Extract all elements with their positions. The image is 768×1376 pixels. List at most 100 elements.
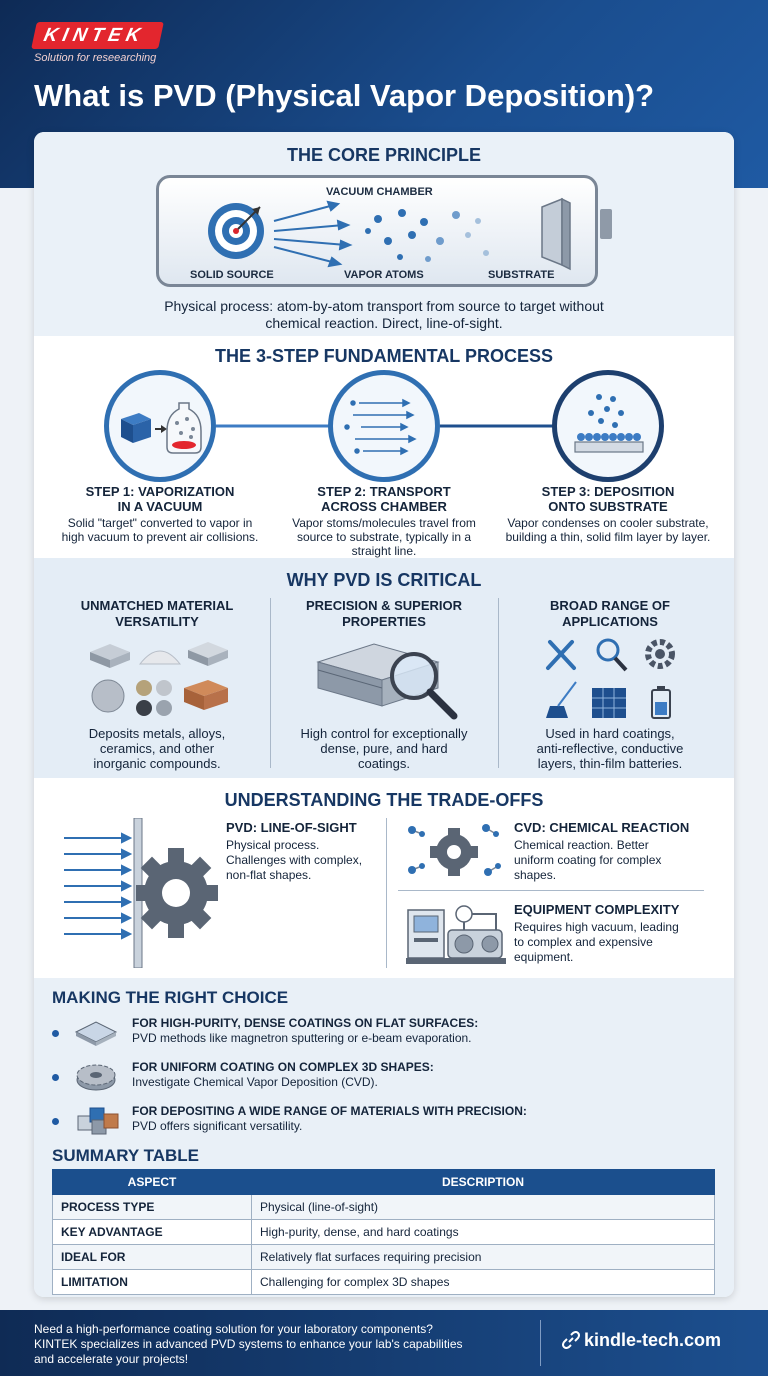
tradeoff-divider [386,818,387,968]
step-3-title-line-1: STEP 3: DEPOSITION [541,484,675,499]
equipment-tradeoff-desc-line-1: Requires high vacuum, leading [514,920,679,934]
table-row: IDEAL FOR Relatively flat surfaces requi… [52,1244,715,1270]
link-icon [562,1331,580,1349]
cvd-tradeoff-desc-line-2: uniform coating for complex [514,853,662,867]
step-2-title-line-1: STEP 2: TRANSPORT [317,484,451,499]
column-divider [498,598,499,768]
cvd-tradeoff-desc-line-1: Chemical reaction. Better [514,838,649,852]
website-link[interactable]: kindle-tech.com [562,1330,721,1351]
step-3-desc-line-2: building a thin, solid film layer by lay… [505,530,711,544]
table-cell-description: Challenging for complex 3D shapes [251,1269,715,1295]
bullet-icon [52,1118,59,1125]
table-cell-description: Relatively flat surfaces requiring preci… [251,1244,715,1270]
core-principle-section: THE CORE PRINCIPLE VACUUM CHAMBER [34,132,734,336]
footer-line-2: KINTEK specializes in advanced PVD syste… [34,1337,463,1351]
pvd-tradeoff-desc-line-2: Challenges with complex, [226,853,363,867]
summary-table-title: SUMMARY TABLE [52,1146,200,1165]
pvd-tradeoff-title: PVD: LINE-OF-SIGHT [226,820,357,835]
substrate-icon [541,197,571,271]
step-2-desc-line-2: source to substrate, typically in a [296,530,472,544]
laser-icon [546,681,577,718]
equipment-machine-icon [406,905,506,964]
line-of-sight-gear-icon [64,818,218,968]
why-critical-section: WHY PVD IS CRITICAL UNMATCHED MATERIAL V… [34,558,734,778]
tradeoff-divider-h [398,890,704,891]
choice-3-heading: FOR DEPOSITING A WIDE RANGE OF MATERIALS… [132,1104,527,1118]
precision-desc-line-3: coatings. [357,756,411,771]
versatility-desc-line-2: ceramics, and other [99,741,215,756]
versatility-title-line-2: VERSATILITY [115,614,199,629]
summary-table: ASPECT DESCRIPTION PROCESS TYPE Physical… [52,1169,715,1295]
step-2-circle [328,370,440,482]
step-1-circle [104,370,216,482]
choice-summary-section: MAKING THE RIGHT CHOICE FOR HIGH-PURITY,… [34,978,734,1297]
vacuum-chamber-label: VACUUM CHAMBER [326,186,433,198]
tools-icon [546,640,576,670]
bullet-icon [52,1074,59,1081]
table-row: PROCESS TYPE Physical (line-of-sight) [52,1194,715,1220]
table-header-row: ASPECT DESCRIPTION [52,1169,715,1195]
applications-title-line-2: APPLICATIONS [562,614,658,629]
substrate-label: SUBSTRATE [488,269,555,281]
why-critical-title: WHY PVD IS CRITICAL [286,570,482,590]
applications-desc-line-3: layers, thin-film batteries. [537,756,683,771]
step-1-title-line-1: STEP 1: VAPORIZATION [85,484,235,499]
precision-title-line-1: PRECISION & SUPERIOR [305,598,463,613]
three-step-section: THE 3-STEP FUNDAMENTAL PROCESS [34,336,734,558]
footer-divider [540,1320,541,1366]
vapor-atoms-icon [365,209,489,262]
footer-line-1: Need a high-performance coating solution… [34,1322,433,1336]
table-row: KEY ADVANTAGE High-purity, dense, and ha… [52,1219,715,1245]
website-link-text: kindle-tech.com [584,1330,722,1350]
versatility-title-line-1: UNMATCHED MATERIAL [80,598,234,613]
cvd-tradeoff-title: CVD: CHEMICAL REACTION [514,820,690,835]
pvd-tradeoff-desc-line-1: Physical process. [226,838,320,852]
vapor-atoms-label: VAPOR ATOMS [344,269,424,281]
core-caption-line-2: chemical reaction. Direct, line-of-sight… [265,315,503,331]
equipment-tradeoff-title: EQUIPMENT COMPLEXITY [514,902,680,917]
tradeoffs-title: UNDERSTANDING THE TRADE-OFFS [224,790,544,810]
precision-desc-line-2: dense, pure, and hard [320,741,448,756]
brand-logo[interactable]: KINTEK Solution for reseearching [31,22,164,64]
choice-3-detail: PVD offers significant versatility. [132,1119,303,1133]
equipment-tradeoff-desc-line-3: equipment. [514,950,574,964]
precision-title-line-2: PROPERTIES [342,614,426,629]
table-cell-description: High-purity, dense, and hard coatings [251,1219,715,1245]
versatility-desc-line-1: Deposits metals, alloys, [88,726,226,741]
vapor-transport-diagram [208,197,571,271]
bullet-icon [52,1030,59,1037]
step-2-title-line-2: ACROSS CHAMBER [321,499,447,514]
table-row: LIMITATION Challenging for complex 3D sh… [52,1269,715,1295]
target-icon [208,203,264,259]
choice-item: FOR UNIFORM COATING ON COMPLEX 3D SHAPES… [52,1060,732,1100]
precision-desc-line-1: High control for exceptionally [300,726,468,741]
table-cell-aspect: PROCESS TYPE [52,1194,252,1220]
choice-1-detail: PVD methods like magnetron sputtering or… [132,1031,472,1045]
footer-message: Need a high-performance coating solution… [34,1322,534,1367]
step-2-desc-line-1: Vapor stoms/molecules travel from [292,516,476,530]
core-principle-title: THE CORE PRINCIPLE [286,145,482,165]
footer-line-3: and accelerate your projects! [34,1352,189,1366]
footer-banner: Need a high-performance coating solution… [0,1310,768,1376]
table-cell-aspect: IDEAL FOR [52,1244,252,1270]
applications-desc-line-2: anti-reflective, conductive [536,741,684,756]
column-header-description: DESCRIPTION [251,1169,715,1195]
equipment-tradeoff-desc-line-2: to complex and expensive [514,935,653,949]
choice-2-heading: FOR UNIFORM COATING ON COMPLEX 3D SHAPES… [132,1060,434,1074]
cvd-molecules-gear-icon [408,824,501,876]
choice-item: FOR DEPOSITING A WIDE RANGE OF MATERIALS… [52,1104,732,1144]
making-choice-title: MAKING THE RIGHT CHOICE [52,988,289,1007]
table-cell-description: Physical (line-of-sight) [251,1194,715,1220]
vapor-arrows-icon [273,200,353,268]
materials-icon [90,642,228,716]
column-header-aspect: ASPECT [52,1169,252,1195]
step-3-circle [552,370,664,482]
brand-tagline: Solution for reseearching [34,52,157,64]
choice-1-heading: FOR HIGH-PURITY, DENSE COATINGS ON FLAT … [132,1016,479,1030]
table-cell-aspect: KEY ADVANTAGE [52,1219,252,1245]
magnifier-icon [596,638,628,672]
core-caption-line-1: Physical process: atom-by-atom transport… [164,298,604,314]
table-cell-aspect: LIMITATION [52,1269,252,1295]
page-title: What is PVD (Physical Vapor Deposition)? [34,78,655,113]
magnifier-coating-icon [316,643,458,720]
